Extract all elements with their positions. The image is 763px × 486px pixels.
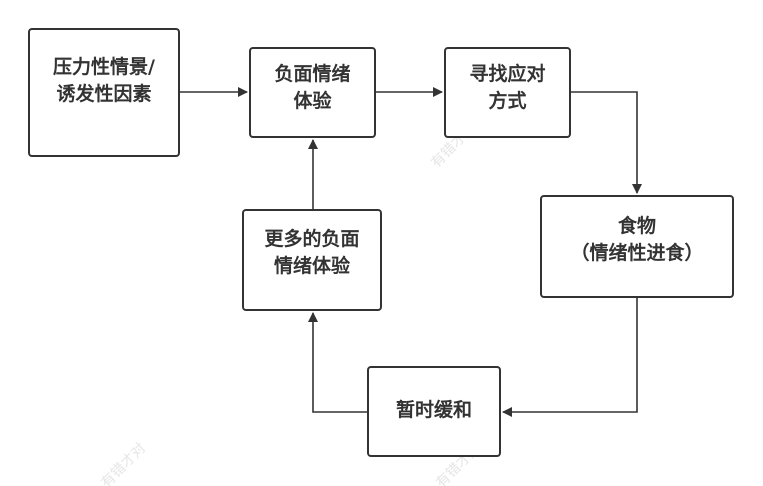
node-label: 寻找应对 — [469, 62, 546, 85]
node-label: 负面情绪 — [274, 62, 351, 85]
node-label: （情绪性进食） — [570, 241, 704, 264]
node-stress-trigger: 压力性情景/ 诱发性因素 — [28, 28, 180, 157]
edge-relief-to-more-negative — [308, 312, 367, 413]
edge-food-to-relief — [502, 298, 638, 417]
node-temporary-relief: 暂时缓和 — [367, 366, 501, 457]
node-label: 方式 — [488, 89, 527, 112]
node-label: 诱发性因素 — [56, 82, 152, 105]
node-label: 情绪体验 — [273, 255, 350, 277]
node-label: 体验 — [293, 89, 332, 112]
node-label: 食物 — [617, 214, 656, 237]
node-negative-emotion: 负面情绪 体验 — [249, 47, 376, 138]
node-label: 暂时缓和 — [395, 399, 472, 421]
edge-coping-to-food — [571, 91, 642, 194]
node-seek-coping: 寻找应对 方式 — [444, 47, 571, 138]
node-food-emotional-eating: 食物 （情绪性进食） — [540, 195, 734, 298]
node-label: 压力性情景/ — [53, 55, 155, 78]
node-more-negative-emotion: 更多的负面 情绪体验 — [242, 209, 382, 311]
node-label: 更多的负面 — [264, 228, 360, 250]
